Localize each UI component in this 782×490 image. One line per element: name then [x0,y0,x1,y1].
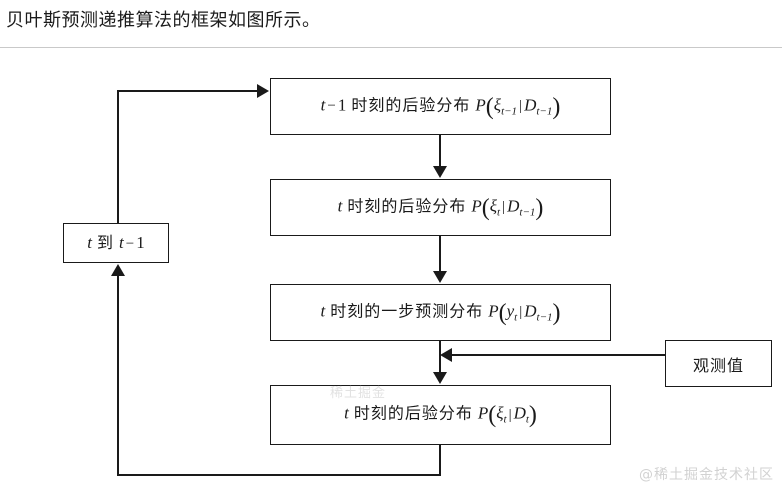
edge-box3-to-box4-arrowhead [433,372,447,384]
watermark-center: 稀土掘金 [330,386,387,401]
edge-box1-to-box2-arrowhead [433,166,447,178]
box2-arg-var: ξ [489,196,498,216]
box1-arg-var: ξ [493,95,502,115]
box1-one: 1 [337,95,347,115]
box1-cond-sub: t−1 [536,104,553,117]
edge-feedback-arrowhead [111,264,125,276]
box4-cond-var: D [513,403,526,423]
box4-label-cn: 时刻的后验分布 [353,403,473,423]
box3-cond-var: D [524,301,537,321]
box3-arg-sub: t [514,310,518,323]
watermark-corner: @稀土掘金技术社区 [639,467,774,483]
box3-cond-sub: t−1 [536,310,553,323]
box2-cond-sub: t−1 [519,205,536,218]
edge-feedback-up-segment [117,276,119,474]
box4-var-t: t [344,403,349,423]
box1-arg-sub: t−1 [501,104,518,117]
box2-label-cn: 时刻的后验分布 [347,196,467,216]
page-title: 贝叶斯预测递推算法的框架如图所示。 [6,10,321,31]
horizontal-divider [0,47,782,48]
box-left-var1: t [87,233,92,252]
box4-arg-sub: t [503,413,507,426]
box4-arg-var: ξ [496,403,504,423]
box2-fn: P [471,196,482,216]
edge-box2-to-box3-arrowhead [433,271,447,283]
box1-var-t: t [320,95,326,115]
edge-observation-line [452,354,666,356]
box1-minus: − [327,98,336,115]
box3-arg-var: y [506,301,515,321]
box-left-label-cn: 到 [97,233,115,252]
edge-timeshift-right-segment [117,90,258,92]
edge-timeshift-arrowhead [257,84,269,98]
box4-cond-sub: t [525,413,529,426]
box1-fn: P [475,95,486,115]
edge-feedback-down-segment [439,445,441,476]
box-left-num: 1 [136,233,145,252]
edge-feedback-bottom-segment [117,474,441,476]
box2-cond-var: D [507,196,520,216]
box3-fn: P [488,301,499,321]
edge-box1-to-box2-line [439,135,441,168]
box1-label-cn: 时刻的后验分布 [351,95,471,115]
edge-observation-arrowhead [440,348,452,362]
node-observation[interactable]: 观测值 [665,340,772,387]
box1-cond-var: D [524,95,537,115]
edge-timeshift-up-segment [117,90,119,223]
box2-arg-sub: t [497,205,501,218]
box4-fn: P [477,403,489,423]
box-left-var2: t [119,233,124,252]
box-right-label-cn: 观测值 [692,355,744,375]
box2-var-t: t [337,196,343,216]
box-left-minus: − [125,236,135,252]
box3-label-cn: 时刻的一步预测分布 [330,301,484,321]
box3-var-t: t [320,301,326,321]
edge-box2-to-box3-line [439,236,441,273]
